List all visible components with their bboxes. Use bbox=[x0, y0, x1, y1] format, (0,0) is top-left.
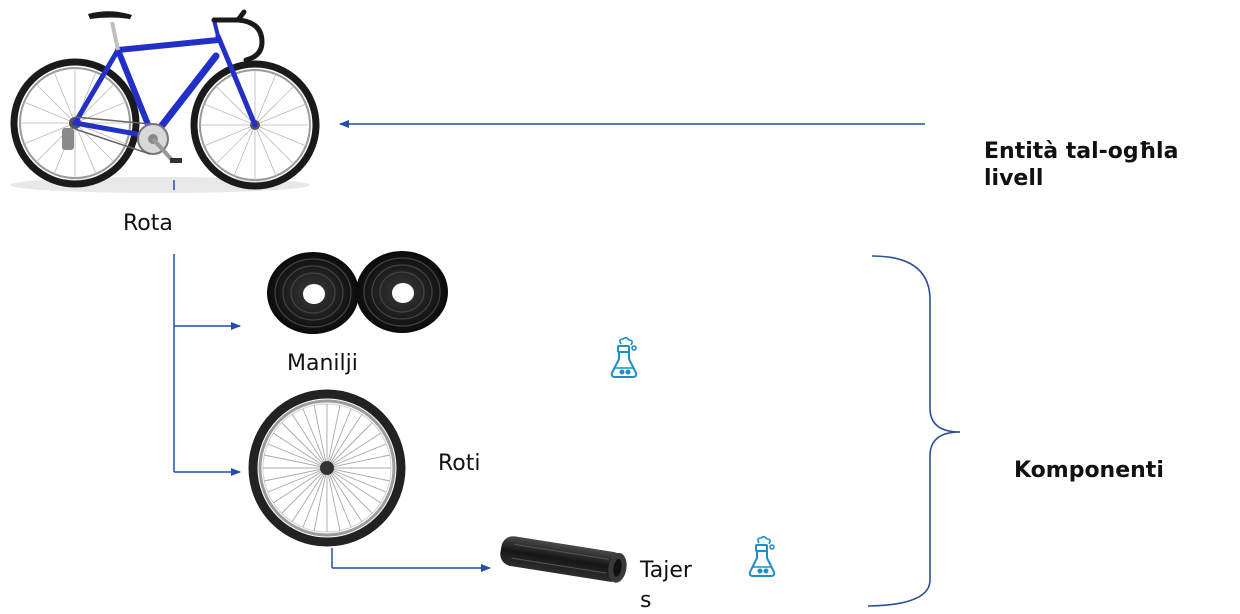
bicycle-saddle bbox=[88, 11, 132, 50]
tyres-label: Tajers bbox=[640, 556, 700, 614]
bicycle-chainring bbox=[138, 124, 182, 163]
root-label: Rota bbox=[123, 210, 173, 237]
components-label: Komponenti bbox=[1014, 457, 1164, 484]
handlebar-tape-image bbox=[267, 251, 448, 334]
components-brace bbox=[868, 256, 960, 606]
flask-icon bbox=[750, 537, 774, 576]
top-entity-label: Entità tal-ogħla livell bbox=[984, 138, 1236, 192]
bicycle-handlebar bbox=[214, 12, 262, 60]
wheel-image bbox=[253, 394, 401, 542]
tyre-image bbox=[499, 534, 629, 583]
tape-roll-left bbox=[267, 252, 359, 334]
bicycle-image bbox=[10, 11, 316, 193]
handlebars-label: Manilji bbox=[287, 350, 358, 377]
tape-roll-right bbox=[356, 251, 448, 333]
flask-icon bbox=[612, 338, 636, 377]
wheels-label: Roti bbox=[438, 450, 481, 477]
